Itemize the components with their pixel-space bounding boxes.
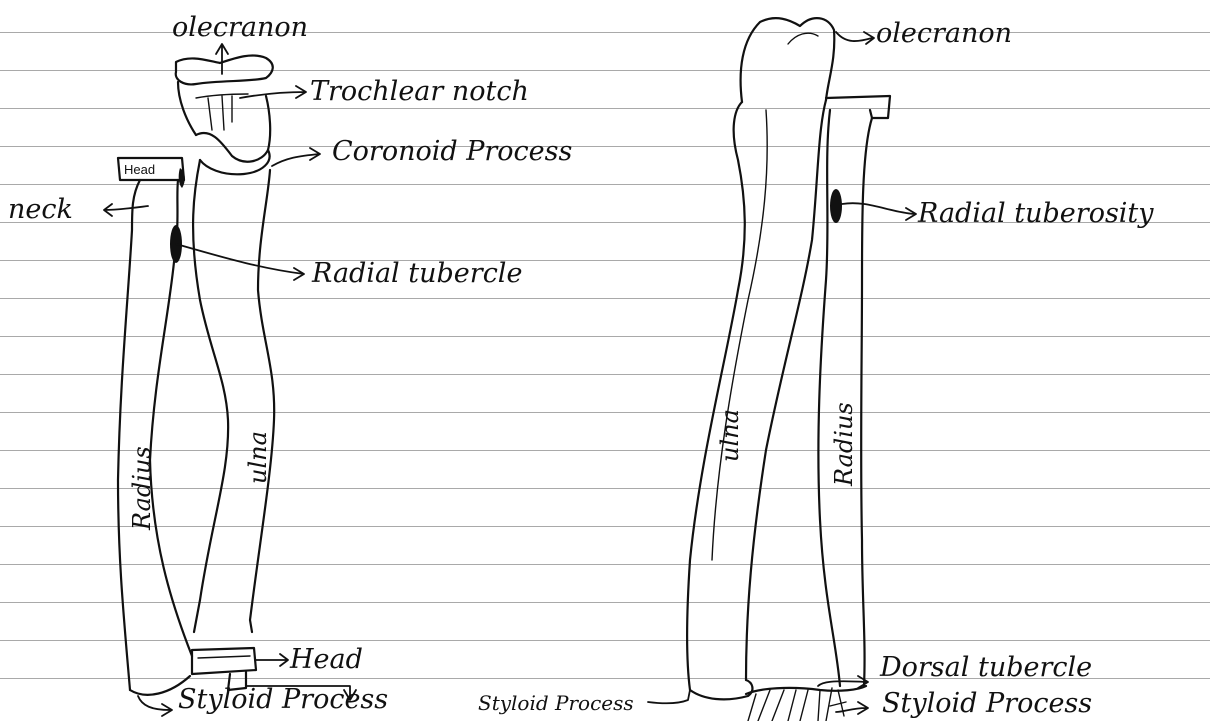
right-styloid-process-left-label: Styloid Process bbox=[478, 691, 634, 715]
right-styloid-process-right-label: Styloid Process bbox=[882, 688, 1092, 719]
right-ulna-bone bbox=[687, 18, 834, 699]
left-ulna-bone bbox=[176, 55, 274, 690]
left-forearm-figure: olecranon Trochlear notch Coronoid Proce… bbox=[8, 12, 572, 716]
left-radial-tubercle-label: Radial tubercle bbox=[311, 258, 522, 289]
right-radial-tuberosity-label: Radial tuberosity bbox=[917, 198, 1154, 229]
right-dorsal-tubercle-label: Dorsal tubercle bbox=[879, 652, 1092, 683]
left-annotation-arrows bbox=[104, 44, 356, 716]
right-olecranon-label: olecranon bbox=[876, 18, 1012, 49]
left-radius-bone bbox=[118, 158, 192, 695]
left-ulna-label: ulna bbox=[244, 431, 272, 484]
left-head-top-label: Head bbox=[124, 162, 155, 177]
left-coronoid-process-label: Coronoid Process bbox=[332, 136, 572, 167]
right-ulna-label: ulna bbox=[716, 409, 744, 462]
left-styloid-process-label: Styloid Process bbox=[178, 684, 388, 715]
right-radius-label: Radius bbox=[830, 402, 858, 487]
left-neck-label: neck bbox=[8, 194, 73, 225]
left-head-bottom-label: Head bbox=[289, 644, 363, 675]
right-forearm-figure: olecranon Radial tuberosity ulna Radius … bbox=[478, 18, 1154, 721]
left-radius-label: Radius bbox=[128, 446, 156, 531]
left-trochlear-notch-label: Trochlear notch bbox=[310, 76, 529, 107]
left-olecranon-label: olecranon bbox=[172, 12, 308, 43]
right-radius-bone bbox=[746, 96, 890, 721]
